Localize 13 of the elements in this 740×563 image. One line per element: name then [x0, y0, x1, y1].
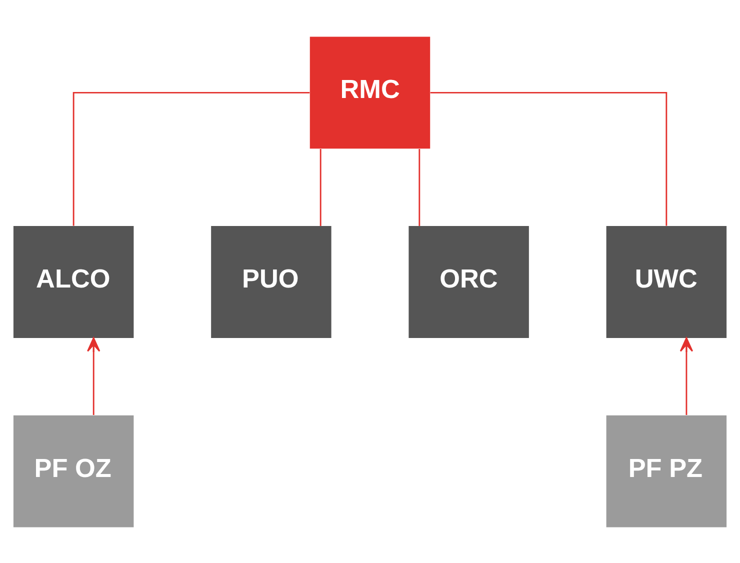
node-box: ORC: [408, 226, 529, 338]
node-box: PF OZ: [13, 414, 134, 527]
node-box: ALCO: [13, 226, 134, 338]
node-box: RMC: [310, 36, 430, 148]
connector: [430, 92, 668, 226]
node-box: PUO: [211, 226, 332, 338]
connector: [418, 148, 420, 226]
connector: [320, 148, 322, 226]
node-box: PF PZ: [606, 414, 727, 527]
arrow: [680, 336, 694, 414]
arrow: [87, 336, 100, 414]
node-box: UWC: [606, 226, 727, 338]
connector: [72, 92, 310, 226]
